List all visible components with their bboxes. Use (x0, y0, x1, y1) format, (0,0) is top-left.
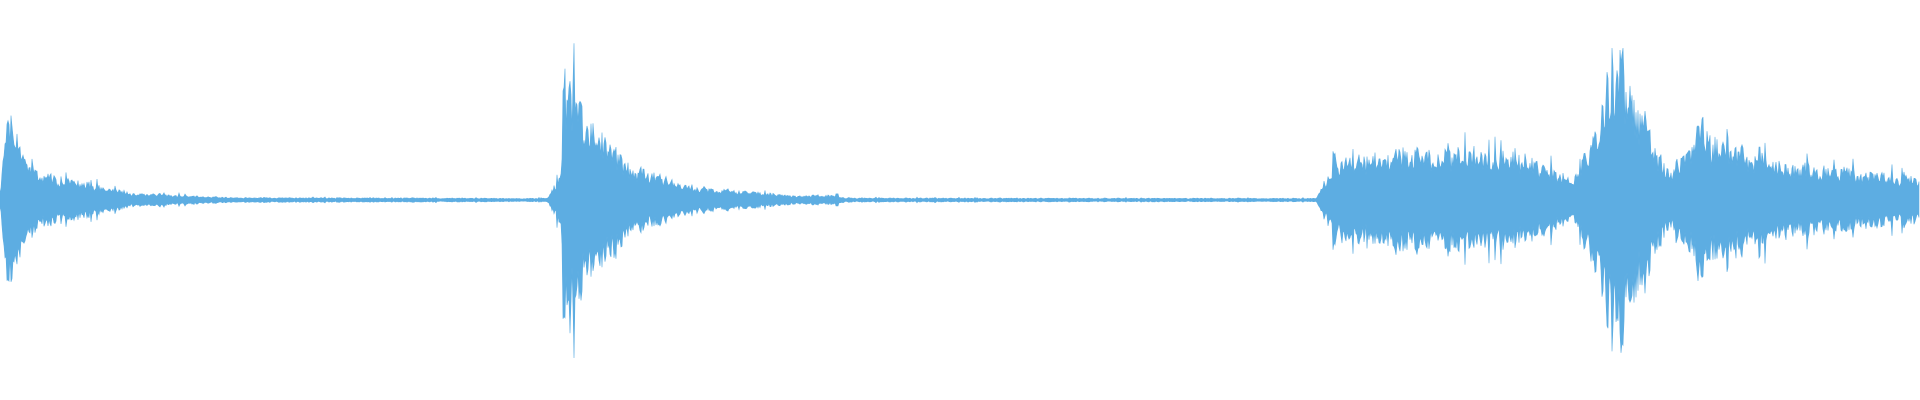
waveform-shape (0, 43, 1920, 359)
